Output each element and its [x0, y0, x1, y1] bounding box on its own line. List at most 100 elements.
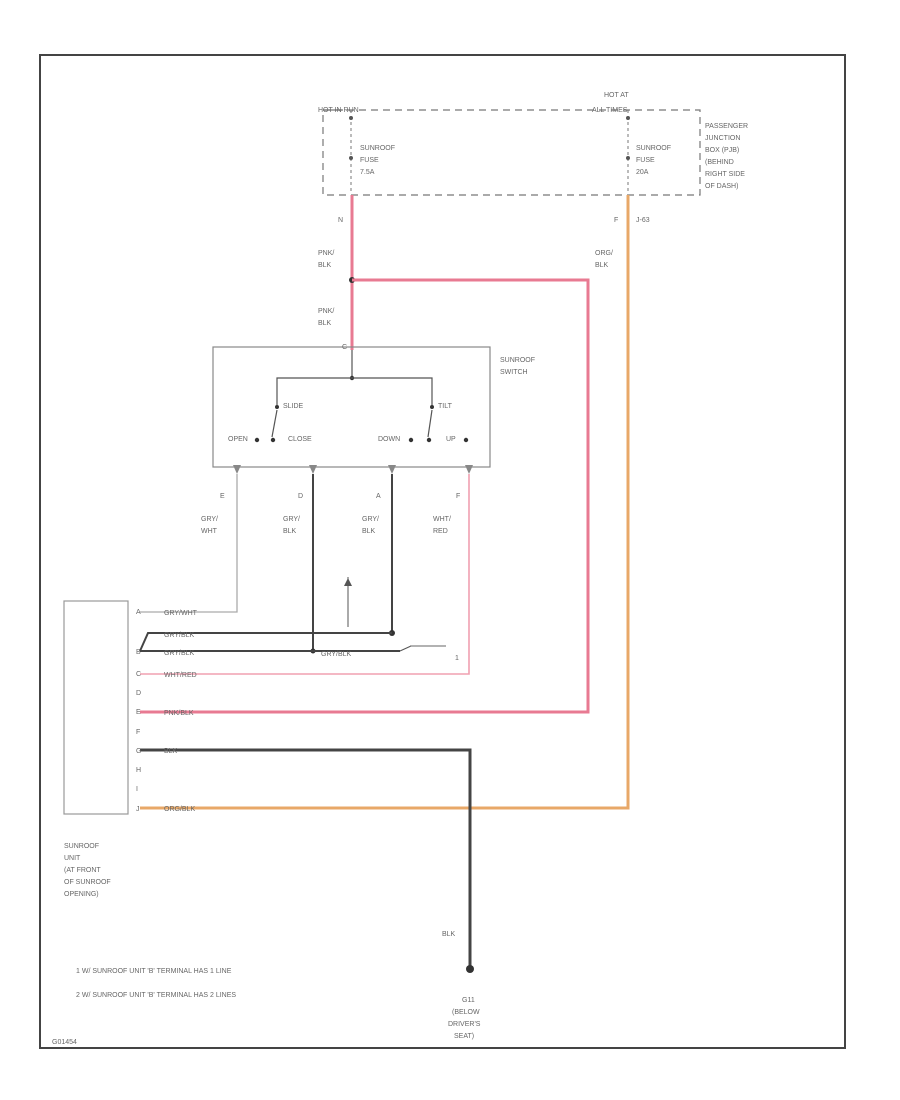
ground-point [466, 965, 474, 973]
unit-pin-h: H [136, 767, 141, 774]
pjb-title-6: OF DASH) [705, 183, 738, 190]
splice-label: GRY/BLK [321, 651, 352, 658]
pjb-title-3: BOX (PJB) [705, 147, 739, 154]
fuse-left-node [349, 156, 353, 160]
unit-label-2: UNIT [64, 855, 81, 862]
unit-pin-a: A [136, 609, 141, 616]
fuse-right-label-3: 20A [636, 169, 649, 176]
pin-f-terminal [465, 465, 473, 474]
unit-wire-a-label: GRY/WHT [164, 610, 198, 617]
figure-id: G01454 [52, 1039, 77, 1046]
unit-c-wire-tip [399, 645, 412, 652]
fuse-right-label-2: FUSE [636, 157, 655, 164]
slide-contact [271, 409, 278, 438]
switch-pin-e: E [220, 493, 225, 500]
pjb-title-1: PASSENGER [705, 123, 748, 130]
gry-wht-label-b: WHT [201, 528, 218, 535]
wht-red-label-b: RED [433, 528, 448, 535]
org-blk-label-b: BLK [595, 262, 609, 269]
fuse-right-node-top [626, 116, 630, 120]
sunroof-unit-box [63, 600, 129, 815]
wht-red-wire [140, 474, 470, 675]
unit-pin-i: I [136, 786, 138, 793]
fuse-right-node [626, 156, 630, 160]
open-node [254, 437, 260, 443]
gry-blk-label-1b: BLK [283, 528, 297, 535]
unit-pin-f: F [136, 729, 140, 736]
tilt-label: TILT [438, 403, 453, 410]
gry-wht-label-a: GRY/ [201, 516, 218, 523]
pjb-title-2: JUNCTION [705, 135, 740, 142]
slide-mid-node [270, 437, 276, 443]
tilt-node [430, 405, 434, 409]
ground-label-4: SEAT) [454, 1033, 474, 1040]
switch-pin-d: D [298, 493, 303, 500]
down-node [408, 437, 414, 443]
pjb-pin-j63: J-63 [636, 217, 650, 224]
blk-ground-wire [140, 748, 472, 968]
junction-box-outline [322, 109, 701, 196]
switch-common-bus [276, 377, 433, 405]
unit-pin-c: C [136, 671, 141, 678]
sunroof-switch-box [212, 346, 491, 468]
switch-open-label: OPEN [228, 436, 248, 443]
unit-pins: A B C D E F G H I J [136, 609, 141, 813]
hot-in-run-label: HOT IN RUN [318, 107, 359, 114]
unit-b-wire [139, 632, 392, 652]
unit-wire-c-label: GRY/BLK [164, 650, 195, 657]
switch-close-label: CLOSE [288, 436, 312, 443]
switch-title-1: SUNROOF [500, 357, 535, 364]
option-arrow-head [344, 578, 352, 586]
fuse-left-label-3: 7.5A [360, 169, 375, 176]
pnk-blk-label-2a: PNK/ [318, 308, 334, 315]
unit-pin-g: G [136, 748, 141, 755]
switch-down-label: DOWN [378, 436, 400, 443]
org-blk-label-a: ORG/ [595, 250, 613, 257]
pjb-pin-n: N [338, 217, 343, 224]
switch-pin-c: C [342, 344, 347, 351]
gry-blk-label-1a: GRY/ [283, 516, 300, 523]
blk-label: BLK [442, 931, 456, 938]
fuse-right-label-1: SUNROOF [636, 145, 671, 152]
unit-pin-j: J [136, 806, 140, 813]
wht-red-label-a: WHT/ [433, 516, 451, 523]
pnk-blk-label-1a: PNK/ [318, 250, 334, 257]
unit-label-3: (AT FRONT [64, 867, 101, 874]
note-1: 1 W/ SUNROOF UNIT 'B' TERMINAL HAS 1 LIN… [76, 968, 232, 975]
unit-pin-d: D [136, 690, 141, 697]
unit-wire-d-label: WHT/RED [164, 672, 197, 679]
fuse-left-node-top [349, 116, 353, 120]
ground-label-1: G11 [462, 997, 475, 1004]
gry-blk-label-2b: BLK [362, 528, 376, 535]
fuse-left-label-2: FUSE [360, 157, 379, 164]
pnk-blk-label-1b: BLK [318, 262, 332, 269]
unit-wire-j-label: ORG/BLK [164, 806, 195, 813]
switch-pin-f: F [456, 493, 460, 500]
switch-pin-a: A [376, 493, 381, 500]
unit-label-1: SUNROOF [64, 843, 99, 850]
pjb-pin-f: F [614, 217, 618, 224]
pin-e-terminal [233, 465, 241, 474]
unit-pin-b: B [136, 649, 141, 656]
unit-label-5: OPENING) [64, 891, 99, 898]
hot-at-label: HOT AT [604, 92, 629, 99]
unit-label-4: OF SUNROOF [64, 879, 111, 886]
pnk-blk-label-2b: BLK [318, 320, 332, 327]
ground-label-2: (BELOW [452, 1009, 480, 1016]
note-mark-1: 1 [455, 655, 459, 662]
org-blk-wire [140, 195, 630, 810]
slide-node [275, 405, 279, 409]
unit-wire-b-label: GRY/BLK [164, 632, 195, 639]
unit-wire-f-label: PNK/BLK [164, 710, 194, 717]
unit-wire-h-label: BLK [164, 748, 178, 755]
gry-wht-wire [140, 474, 238, 613]
tilt-mid-node [426, 437, 432, 443]
switch-title-2: SWITCH [500, 369, 528, 376]
switch-up-label: UP [446, 436, 456, 443]
unit-pin-e: E [136, 709, 141, 716]
slide-label: SLIDE [283, 403, 304, 410]
all-times-label: ALL TIMES [592, 107, 628, 114]
fuse-left-label-1: SUNROOF [360, 145, 395, 152]
diagram-frame [39, 54, 846, 1049]
